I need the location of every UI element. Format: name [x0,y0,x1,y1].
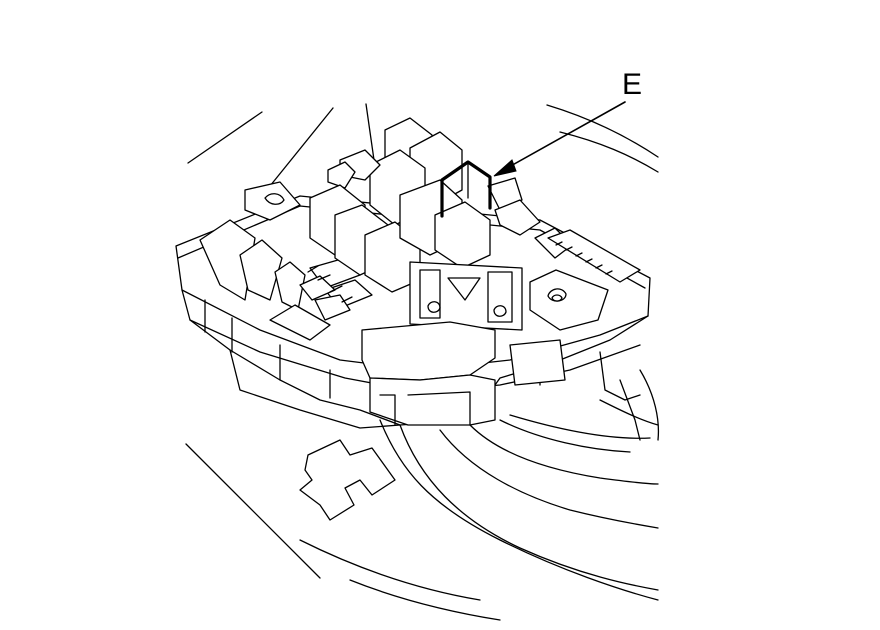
front-latch [361,321,566,426]
fuse-cluster-left [199,181,373,341]
engine-bay-outline [185,103,660,579]
relay-e-highlight [440,160,492,218]
fuse-strip-right [529,229,641,331]
callout-label-e: E [622,68,643,101]
callout-arrow [493,101,626,177]
relay-blocks [309,117,573,293]
mounting-bracket [299,439,396,521]
wire-harness [299,399,659,621]
center-connector [409,261,523,331]
